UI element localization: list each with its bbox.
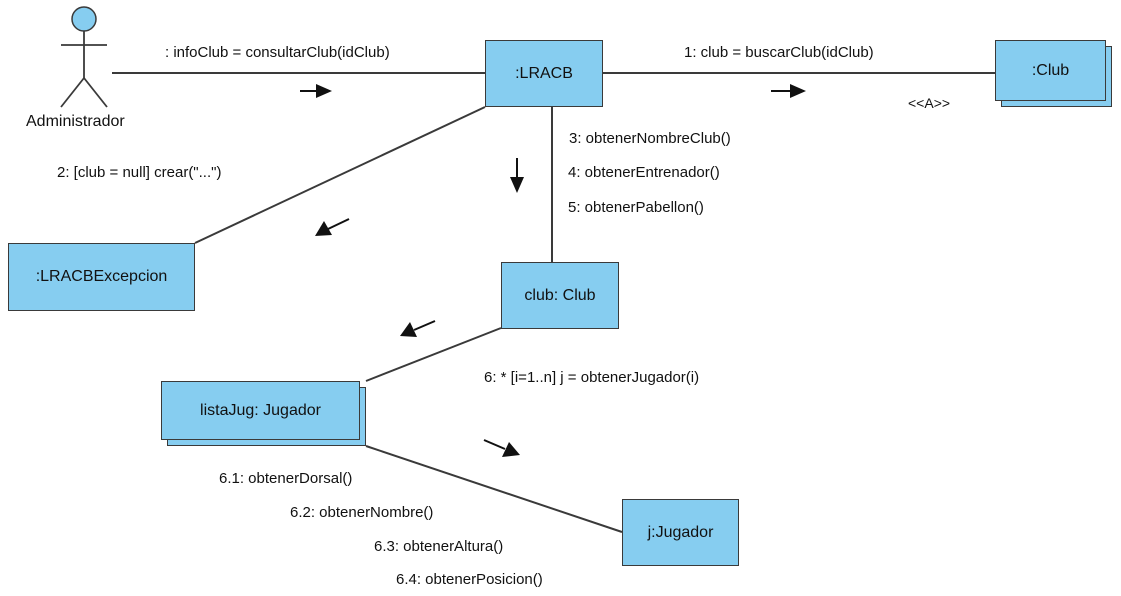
object-club-multi[interactable]: :Club [995,40,1106,101]
link-listajug-jugador [365,445,623,533]
stereotype-label: <<A>> [908,95,951,111]
object-club-multi-label: :Club [1031,61,1070,79]
message-6: 6: * [i=1..n] j = obtenerJugador(i) [484,369,700,386]
message-6-2: 6.2: obtenerNombre() [290,504,434,521]
arrow-right-icon [771,84,806,98]
arrow-down-left-icon [400,320,436,337]
message-6-1: 6.1: obtenerDorsal() [219,470,353,487]
object-jugador-label: j:Jugador [647,523,714,541]
object-club-label: club: Club [524,286,596,304]
object-club[interactable]: club: Club [501,262,619,329]
arrow-down-left-icon [315,218,350,236]
link-lracb-excepcion [194,106,486,244]
object-lracb-excepcion[interactable]: :LRACBExcepcion [8,243,195,311]
actor-icon [60,6,108,108]
message-4: 4: obtenerEntrenador() [568,164,720,181]
message-0: : infoClub = consultarClub(idClub) [165,44,390,61]
link-club-listajug [365,327,502,382]
message-6-4: 6.4: obtenerPosicion() [396,571,543,588]
object-lracb-excepcion-label: :LRACBExcepcion [35,268,168,285]
actor-label: Administrador [26,113,125,130]
message-6-3: 6.3: obtenerAltura() [374,538,504,555]
arrow-right-icon [300,84,332,98]
object-jugador[interactable]: j:Jugador [622,499,739,566]
message-3: 3: obtenerNombreClub() [569,130,731,147]
object-lracb[interactable]: :LRACB [485,40,603,107]
arrow-down-right-icon [483,439,520,457]
object-listajug-label: listaJug: Jugador [200,401,321,419]
message-2: 2: [club = null] crear("...") [57,164,222,181]
message-5: 5: obtenerPabellon() [568,199,704,216]
object-lracb-label: :LRACB [515,64,573,82]
object-listajug[interactable]: listaJug: Jugador [161,381,360,440]
message-1: 1: club = buscarClub(idClub) [684,44,874,61]
arrow-down-icon [510,158,524,193]
